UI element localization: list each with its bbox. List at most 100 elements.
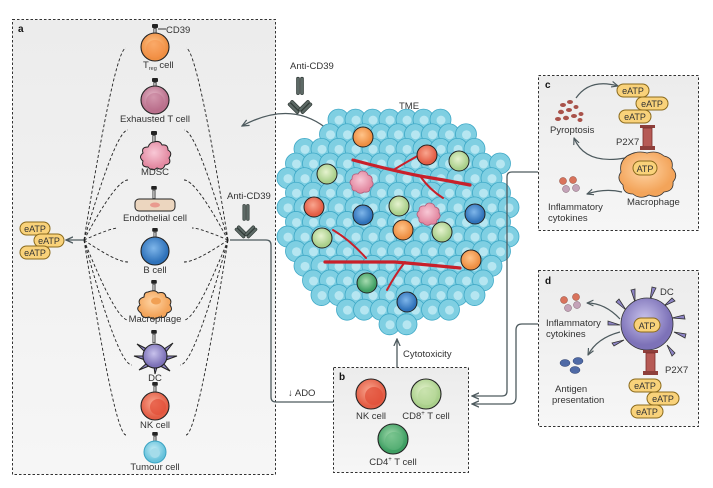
svg-text:presentation: presentation (552, 395, 604, 406)
dashed-link-left (83, 239, 127, 436)
arrow-mac-to-pyro (574, 138, 626, 161)
intracellular-atp-d: ATP (639, 321, 656, 331)
immune-cell-tme (392, 219, 414, 241)
svg-text:NK cell: NK cell (140, 420, 170, 431)
panel-a: a eATP eATP eATP CD39 Treg cell Exhauste… (12, 19, 276, 475)
svg-text:eATP: eATP (652, 394, 674, 404)
svg-text:MDSC: MDSC (141, 167, 169, 178)
eatp-molecule: eATP (630, 404, 664, 419)
panel-c-letter: c (545, 80, 551, 91)
panel-d-letter: d (545, 276, 551, 287)
p2x7-receptor-icon (643, 350, 658, 375)
cytotoxicity-label: Cytotoxicity (403, 349, 452, 360)
panel-c-frame (538, 75, 699, 231)
tme-label: TME (399, 101, 419, 112)
tumour-microenvironment (276, 108, 520, 336)
immune-cell-tme (460, 249, 482, 271)
mdsc-tme (416, 202, 441, 226)
eatp-molecule: eATP (628, 378, 662, 393)
nk-cell-b: NK cell (355, 378, 387, 422)
svg-text:Endothelial cell: Endothelial cell (123, 213, 187, 224)
dashed-link-left (83, 239, 133, 366)
svg-text:B cell: B cell (143, 265, 166, 276)
cytokines-icon (559, 176, 580, 193)
blood-vessels (323, 152, 472, 291)
svg-text:P2X7: P2X7 (616, 137, 639, 148)
anti-cd39-curved-arrow (242, 112, 327, 129)
b-cell: B cell (140, 228, 170, 276)
svg-text:Tumour cell: Tumour cell (130, 462, 179, 473)
tumour-cell-tme (310, 284, 333, 306)
cd8-t-cell: CD8+ T cell (402, 378, 450, 422)
svg-text:eATP: eATP (624, 112, 646, 122)
fan-dashed-lines (83, 47, 229, 436)
dashed-link-left (83, 239, 129, 321)
treg-label: Treg cell (143, 60, 174, 72)
mdsc-cell: MDSC (140, 131, 172, 178)
macrophage-cell: Macrophage (129, 280, 181, 325)
immune-cell-tme (352, 204, 374, 226)
d-to-b-connector (472, 323, 538, 404)
eatp-molecule: eATP (635, 96, 669, 111)
immune-cell-tme (416, 144, 438, 166)
svg-text:NK cell: NK cell (356, 411, 386, 422)
c-to-b-connector (472, 171, 538, 396)
dc-icon (607, 286, 687, 357)
arrow-dc-to-antigen (588, 331, 621, 355)
exhausted-t-cell: Exhausted T cell (120, 78, 190, 125)
svg-text:Pyroptosis: Pyroptosis (550, 125, 595, 136)
intracellular-atp: ATP (637, 164, 654, 174)
eatp-molecule: eATP (618, 109, 652, 124)
endothelial-cell: Endothelial cell (123, 186, 187, 224)
svg-text:cytokines: cytokines (546, 329, 586, 340)
tumour-cell-tme (438, 298, 460, 321)
antigen-icon (559, 357, 584, 374)
eatp-molecule: eATP (33, 233, 65, 248)
dc-cell: DC (133, 330, 178, 384)
dashed-link-left (83, 129, 129, 241)
dashed-link-right (185, 239, 229, 436)
dashed-link-right (183, 239, 229, 321)
eatp-molecule: eATP (646, 391, 680, 406)
immune-cell-tme (311, 227, 333, 249)
arrow-mac-to-cytokines (587, 190, 623, 194)
svg-text:eATP: eATP (24, 224, 46, 234)
svg-text:eATP: eATP (634, 381, 656, 391)
svg-text:CD4+ T cell: CD4+ T cell (369, 457, 417, 468)
svg-text:eATP: eATP (641, 99, 663, 109)
anti-cd39-antibody-icon-top (287, 76, 313, 115)
cd4-t-cell: CD4+ T cell (369, 423, 417, 468)
panel-b-letter: b (339, 372, 345, 383)
dashed-link-left (83, 239, 129, 263)
panel-b: b NK cell CD8+ T cell CD4+ T cell (333, 367, 469, 473)
dashed-link-left (83, 47, 127, 241)
ado-label: ↓ ADO (288, 388, 315, 399)
arrow-pyro-to-eatp (575, 84, 618, 99)
tumour-cell-tme (463, 284, 486, 306)
svg-text:Exhausted T cell: Exhausted T cell (120, 114, 190, 125)
svg-text:Macrophage: Macrophage (627, 197, 680, 208)
cytokines-icon (560, 293, 581, 312)
svg-text:DC: DC (148, 373, 162, 384)
anti-cd39-label-top: Anti-CD39 (290, 61, 334, 72)
panel-d: d DC ATP P2X7 eATP eATP eATP (538, 270, 699, 427)
dc-label-d: DC (660, 287, 674, 298)
immune-cell-tme (303, 196, 325, 218)
immune-cell-tme (448, 150, 470, 172)
dashed-link-left (83, 227, 119, 241)
dashed-link-right (179, 239, 229, 366)
tumour-cell-tme (378, 313, 401, 336)
cd39-label: CD39 (166, 25, 190, 36)
svg-text:Inflammatory: Inflammatory (548, 202, 603, 213)
dashed-link-right (185, 47, 229, 241)
svg-text:eATP: eATP (24, 248, 46, 258)
eatp-molecule: eATP (19, 245, 51, 260)
mdsc-tme (349, 170, 374, 194)
dashed-link-left (83, 179, 129, 241)
panel-c: c Pyroptosis eATP eATP eATP P2X7 ATP Mac… (538, 75, 699, 231)
immune-cell-tme (396, 291, 418, 313)
immune-cell-tme (352, 126, 374, 148)
dashed-link-right (183, 239, 229, 263)
pyroptosis-fragments-icon (555, 100, 584, 122)
